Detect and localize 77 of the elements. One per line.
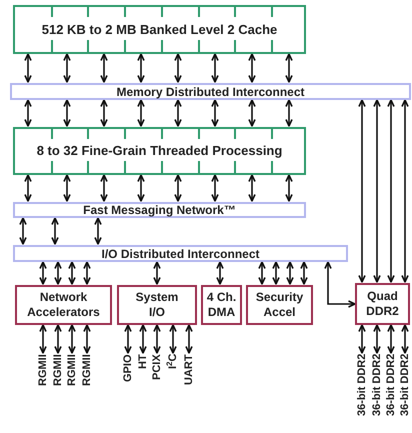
interconnect-bar: I/O Distributed Interconnect: [13, 245, 348, 262]
double-arrow: [401, 99, 409, 283]
double-arrow: [211, 174, 219, 202]
double-arrow: [39, 261, 47, 285]
double-arrow: [248, 53, 256, 83]
double-arrow: [387, 324, 395, 354]
double-arrow: [324, 261, 356, 308]
cache-block: 512 KB to 2 MB Banked Level 2 Cache: [13, 5, 306, 54]
double-arrow: [358, 324, 366, 354]
double-arrow: [139, 324, 147, 354]
double-arrow: [248, 99, 256, 127]
double-arrow: [51, 217, 59, 245]
dma-block: 4 Ch. DMA: [201, 285, 242, 325]
memory-controller-block: Quad DDR2: [355, 283, 410, 325]
accelerator-block: Network Accelerators: [15, 285, 112, 325]
double-arrow: [63, 174, 71, 202]
double-arrow: [124, 324, 132, 354]
double-arrow: [248, 174, 256, 202]
port-label: RGMII: [51, 354, 65, 386]
double-arrow: [185, 324, 193, 354]
double-arrow: [19, 217, 27, 245]
double-arrow: [100, 99, 108, 127]
double-arrow: [373, 324, 381, 354]
double-arrow: [137, 99, 145, 127]
port-label: 36-bit DDR2: [398, 354, 412, 416]
port-label: 36-bit DDR2: [355, 354, 369, 416]
double-arrow: [169, 324, 177, 354]
double-arrow: [153, 261, 161, 285]
double-arrow: [174, 174, 182, 202]
double-arrow: [83, 324, 91, 354]
double-arrow: [63, 53, 71, 83]
double-arrow: [24, 53, 32, 83]
port-label: GPIO: [121, 354, 135, 382]
double-arrow: [285, 99, 293, 127]
double-arrow: [83, 261, 91, 285]
security-block: Security Accel: [246, 285, 313, 325]
port-label: 36-bit DDR2: [384, 354, 398, 416]
port-label: RGMII: [36, 354, 50, 386]
io-block: System I/O: [117, 285, 197, 325]
double-arrow: [68, 324, 76, 354]
interconnect-bar: Memory Distributed Interconnect: [10, 83, 411, 100]
double-arrow: [211, 99, 219, 127]
double-arrow: [100, 53, 108, 83]
port-label: RGMII: [65, 354, 79, 386]
double-arrow: [286, 261, 294, 285]
double-arrow: [285, 174, 293, 202]
double-arrow: [39, 324, 47, 354]
double-arrow: [137, 174, 145, 202]
processing-block: 8 to 32 Fine-Grain Threaded Processing: [13, 127, 306, 175]
double-arrow: [24, 99, 32, 127]
network-bar: Fast Messaging Network™: [13, 202, 306, 218]
double-arrow: [54, 261, 62, 285]
double-arrow: [401, 324, 409, 354]
double-arrow: [272, 261, 280, 285]
port-label: UART: [182, 354, 196, 385]
double-arrow: [137, 53, 145, 83]
double-arrow: [63, 99, 71, 127]
port-label: HT: [136, 354, 150, 369]
double-arrow: [174, 99, 182, 127]
double-arrow: [68, 261, 76, 285]
double-arrow: [211, 53, 219, 83]
double-arrow: [100, 174, 108, 202]
double-arrow: [216, 261, 224, 285]
double-arrow: [153, 324, 161, 354]
port-label: RGMII: [80, 354, 94, 386]
double-arrow: [285, 53, 293, 83]
double-arrow: [24, 174, 32, 202]
port-label: 36-bit DDR2: [370, 354, 384, 416]
double-arrow: [94, 217, 102, 245]
double-arrow: [387, 99, 395, 283]
port-label: PCIX: [150, 354, 164, 380]
double-arrow: [174, 53, 182, 83]
double-arrow: [300, 261, 308, 285]
double-arrow: [258, 261, 266, 285]
double-arrow: [54, 324, 62, 354]
double-arrow: [373, 99, 381, 283]
double-arrow: [358, 99, 366, 283]
